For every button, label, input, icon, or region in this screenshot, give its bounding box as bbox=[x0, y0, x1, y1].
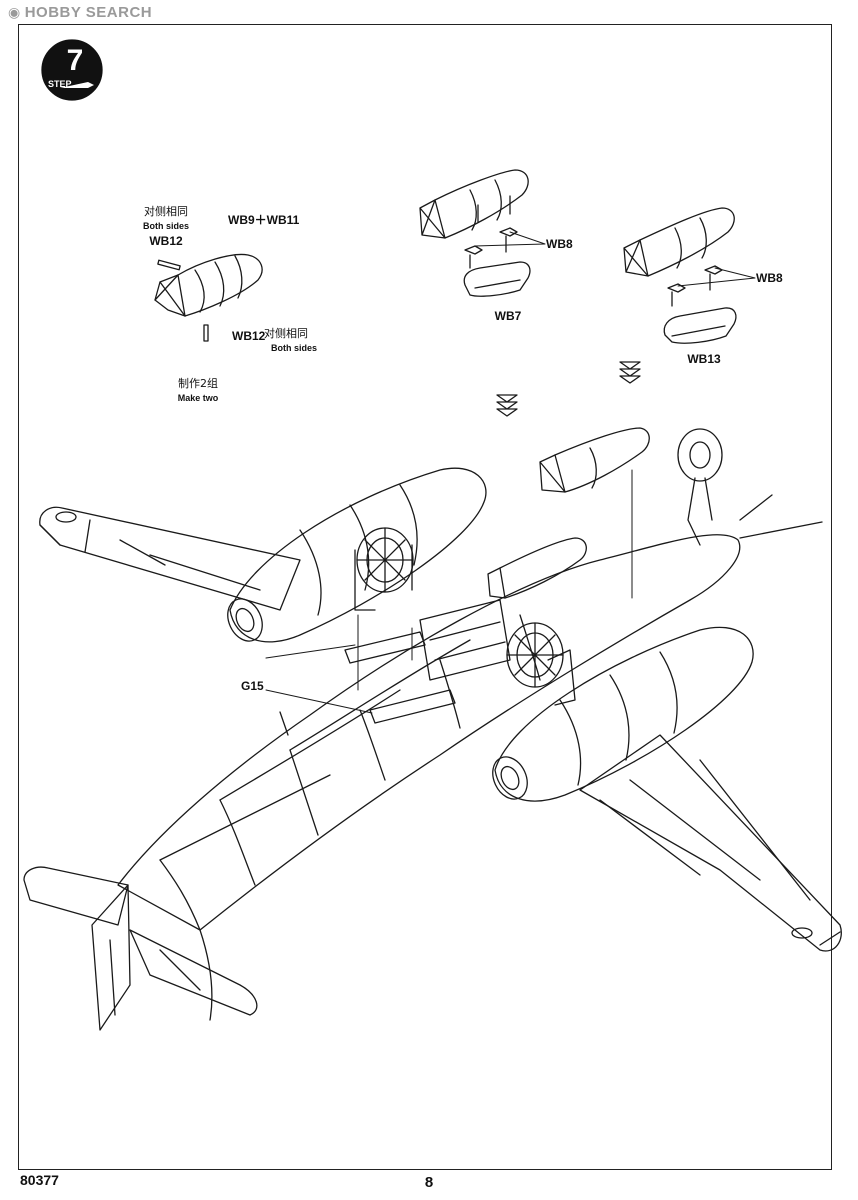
note-make-two-en: Make two bbox=[177, 393, 219, 403]
landing-gear-main-left bbox=[354, 527, 414, 611]
step-number: 7 bbox=[66, 44, 84, 77]
leader-lines bbox=[265, 231, 756, 714]
bomb-rack-wb7 bbox=[419, 169, 531, 297]
landing-gear-main-right bbox=[506, 622, 576, 706]
callout-wb7: WB7 bbox=[494, 309, 522, 323]
bomb-on-fuselage bbox=[487, 537, 587, 599]
bomb-bay-details bbox=[344, 599, 511, 724]
step-badge-icon bbox=[41, 39, 103, 101]
page-number: 8 bbox=[424, 1174, 434, 1191]
step-word: STEP bbox=[48, 79, 72, 89]
aircraft-right-wing bbox=[579, 734, 842, 952]
note-make-two-cn: 制作2组 bbox=[178, 377, 218, 390]
bomb-wb9-wb11 bbox=[154, 253, 263, 342]
watermark: ◉ HOBBY SEARCH bbox=[8, 4, 152, 21]
bomb-rack-wb13 bbox=[623, 207, 737, 344]
callout-wb12-top: WB12 bbox=[149, 234, 183, 248]
callout-wb8-b: WB8 bbox=[756, 271, 783, 285]
hobby-logo-icon: ◉ bbox=[8, 4, 21, 21]
watermark-text: HOBBY SEARCH bbox=[24, 4, 153, 21]
kit-code: 80377 bbox=[20, 1172, 59, 1188]
callout-wb12-bottom: WB12 bbox=[232, 329, 266, 343]
antenna-rods bbox=[739, 494, 823, 539]
note-both-sides-en-1: Both sides bbox=[142, 221, 190, 231]
aircraft-right-engine bbox=[492, 626, 754, 802]
antenna-small bbox=[279, 711, 289, 736]
note-both-sides-en-2: Both sides bbox=[271, 343, 318, 353]
arrow-down-icon-right bbox=[619, 361, 641, 384]
callout-wb8-a: WB8 bbox=[546, 237, 573, 251]
callout-wb13: WB13 bbox=[687, 352, 721, 366]
aircraft-left-wing bbox=[39, 506, 301, 611]
bomb-installed bbox=[539, 427, 650, 493]
note-both-sides-cn-1: 对侧相同 bbox=[144, 205, 188, 218]
callout-wb9-wb11: WB9＋WB11 bbox=[228, 213, 300, 227]
callout-g15: G15 bbox=[241, 679, 264, 693]
note-both-sides-cn-2: 对侧相同 bbox=[264, 327, 308, 340]
page-frame bbox=[18, 24, 832, 1170]
landing-gear-nose bbox=[677, 428, 723, 546]
arrow-down-icon-left bbox=[496, 394, 518, 417]
aircraft-fuselage bbox=[117, 534, 741, 1021]
aircraft-left-engine bbox=[227, 467, 487, 643]
aircraft-tail bbox=[23, 866, 258, 1031]
